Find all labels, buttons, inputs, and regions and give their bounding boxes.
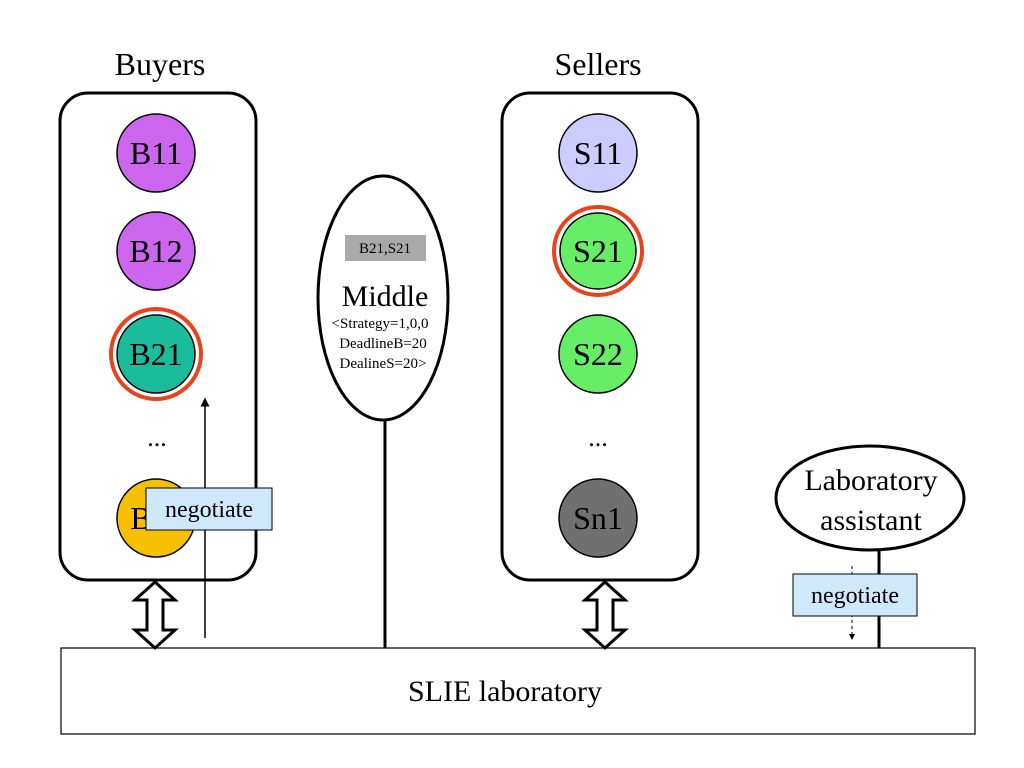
buyer-node-b21[interactable]: B21 <box>109 307 203 401</box>
assistant-label-line2: assistant <box>820 504 922 537</box>
slie-laboratory-label: SLIE laboratory <box>408 675 602 708</box>
seller-node-s21[interactable]: S21 <box>552 205 644 297</box>
seller-node-circle <box>558 314 638 394</box>
buyer-node-circle <box>116 113 196 193</box>
buyer-node-label: B21 <box>129 336 182 372</box>
sellers-ellipsis: ... <box>588 423 608 452</box>
seller-node-sn1[interactable]: Sn1 <box>558 478 638 558</box>
buyers-ellipsis: ... <box>147 423 167 452</box>
assistant-negotiate-label: negotiate <box>811 583 899 609</box>
middle-param-deadline-s: DealineS=20> <box>340 356 427 372</box>
middle-param-deadline-b: DeadlineB=20 <box>339 336 427 352</box>
seller-node-label: S11 <box>574 135 623 171</box>
assistant-label-line1: Laboratory <box>804 464 937 497</box>
middle-badge <box>345 235 426 261</box>
assistant-ellipse[interactable] <box>774 444 966 552</box>
seller-node-label: Sn1 <box>573 500 623 536</box>
middle-param-strategy: <Strategy=1,0,0 <box>332 316 429 332</box>
seller-node-circle <box>558 113 638 193</box>
buyer-node-b12[interactable]: B12 <box>116 211 196 291</box>
sellers-title: Sellers <box>554 46 641 82</box>
seller-node-circle <box>559 212 637 290</box>
buyer-node-label: B12 <box>129 233 182 269</box>
buyers-negotiate-tag <box>145 487 273 531</box>
seller-node-label: S21 <box>573 233 623 269</box>
buyer-node-circle <box>116 314 196 394</box>
seller-node-s22[interactable]: S22 <box>558 314 638 394</box>
slie-laboratory-box <box>60 647 976 735</box>
middle-badge-label: B21,S21 <box>359 241 411 257</box>
assistant-negotiate-tag <box>792 573 918 617</box>
buyers-negotiate-label: negotiate <box>165 497 253 523</box>
buyers-title: Buyers <box>115 46 206 82</box>
selected-highlight-ring <box>552 205 644 297</box>
selected-highlight-ring <box>109 307 203 401</box>
buyer-node-circle <box>116 211 196 291</box>
seller-node-label: S22 <box>573 336 623 372</box>
sellers-double-arrow <box>581 579 629 651</box>
buyer-node-label: B11 <box>130 135 182 171</box>
seller-node-circle <box>558 478 638 558</box>
seller-node-s11[interactable]: S11 <box>558 113 638 193</box>
buyer-node-b11[interactable]: B11 <box>116 113 196 193</box>
buyers-double-arrow <box>131 579 179 651</box>
middle-title: Middle <box>342 280 429 313</box>
